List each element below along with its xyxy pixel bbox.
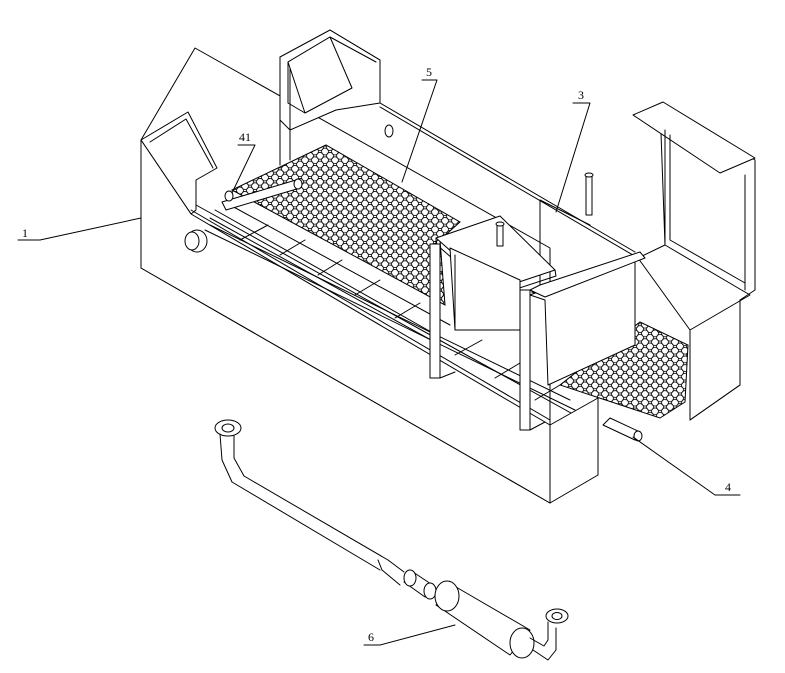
outlet-pipe-stub xyxy=(602,417,643,442)
right-top-flap xyxy=(632,101,756,174)
label-part-4: 4 xyxy=(725,480,731,494)
pipe-assembly xyxy=(214,419,569,661)
callout-5: 5 xyxy=(401,65,438,183)
callout-6: 6 xyxy=(363,624,456,646)
label-part-41: 41 xyxy=(239,130,251,144)
right-front-block xyxy=(549,397,599,504)
inner-box-top-rim xyxy=(529,251,646,298)
inner-box-stem xyxy=(585,174,593,216)
label-part-3: 3 xyxy=(578,88,584,102)
inner-box xyxy=(529,172,646,386)
callout-3: 3 xyxy=(555,88,591,213)
cross-bar xyxy=(221,178,303,211)
label-part-1: 1 xyxy=(22,226,28,240)
basket xyxy=(449,247,521,331)
label-part-6: 6 xyxy=(368,630,374,644)
callout-4: 4 xyxy=(632,436,741,496)
label-part-5: 5 xyxy=(426,65,432,79)
support-rails xyxy=(204,204,576,411)
callout-41: 41 xyxy=(231,130,256,194)
rear-flap xyxy=(287,36,353,114)
rear-wall-hole xyxy=(384,124,394,138)
bar-end-knob xyxy=(224,190,234,202)
lid-post xyxy=(496,223,504,247)
tank-body xyxy=(140,29,756,504)
callout-1: 1 xyxy=(17,217,142,241)
lid-frame xyxy=(429,215,557,431)
